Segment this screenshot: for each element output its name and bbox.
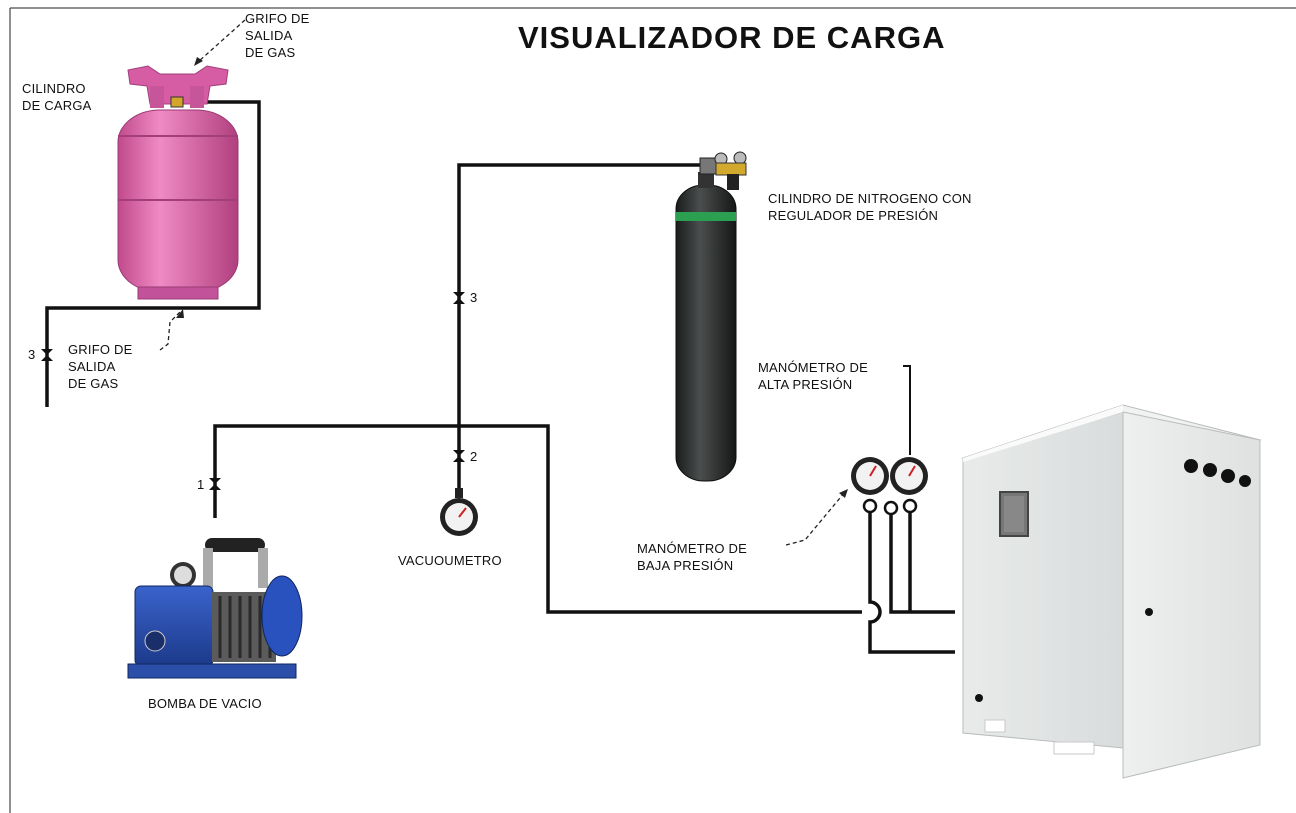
valve-icon [453, 292, 465, 304]
manifold-ports [862, 498, 918, 516]
label-grifo-top: GRIFO DE SALIDA DE GAS [245, 11, 310, 60]
valve-number-nitrogen: 3 [470, 290, 478, 305]
page-title: VISUALIZADOR DE CARGA [518, 20, 946, 55]
valve-icon [453, 450, 465, 462]
vacuum-line [213, 424, 862, 614]
vacuum-gauge-icon [440, 488, 478, 536]
label-vacuometro: VACUOUMETRO [398, 553, 502, 568]
label-cilindro-carga: CILINDRO DE CARGA [22, 81, 92, 113]
piping [45, 100, 955, 654]
nitrogen-line [457, 163, 706, 495]
low-pressure-gauge-icon [851, 457, 889, 495]
valve-number-pump: 1 [197, 477, 205, 492]
valve-number-vacuometer: 2 [470, 449, 478, 464]
label-manometro-baja: MANÓMETRO DE BAJA PRESIÓN [637, 541, 748, 573]
charge-hose [889, 512, 955, 614]
valve-icon [209, 478, 221, 490]
refrigerant-line [45, 100, 261, 407]
high-pressure-gauge-icon [890, 457, 928, 495]
pointer-leaders [159, 19, 846, 546]
alta-leader [903, 365, 911, 455]
label-manometro-alta: MANÓMETRO DE ALTA PRESIÓN [758, 360, 869, 392]
label-cilindro-nitrogeno: CILINDRO DE NITROGENO CON REGULADOR DE P… [768, 191, 972, 223]
label-bomba: BOMBA DE VACIO [148, 696, 262, 711]
nitrogen-cylinder-icon [675, 151, 747, 482]
low-side-hose [868, 510, 955, 654]
valves [41, 292, 465, 490]
vacuum-pump-icon [127, 538, 303, 679]
valve-icon [41, 349, 53, 361]
label-grifo-bottom: GRIFO DE SALIDA DE GAS [68, 342, 133, 391]
refrigerant-cylinder-icon [117, 65, 239, 300]
page-frame [9, 7, 1296, 813]
hvac-unit-icon [961, 404, 1262, 779]
valve-number-refrigerant: 3 [28, 347, 36, 362]
